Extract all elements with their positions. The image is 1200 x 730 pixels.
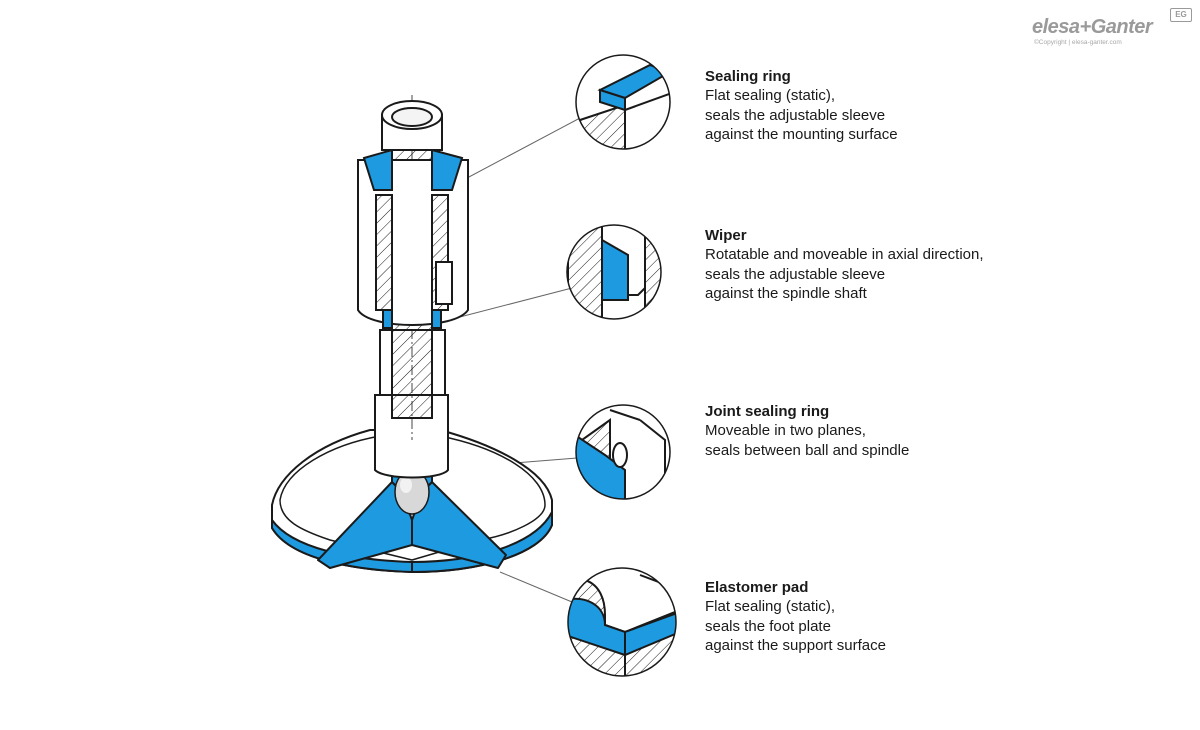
leader-line-wiper: [455, 287, 573, 319]
leader-line-sealing-ring: [451, 117, 581, 187]
detail-elastomer-pad: [567, 567, 677, 677]
callout-line: against the mounting surface: [705, 126, 898, 143]
callout-line: against the support surface: [705, 637, 886, 654]
detail-wiper: [566, 224, 662, 320]
wiper-right: [431, 309, 442, 329]
callout-line: Rotatable and moveable in axial directio…: [705, 246, 984, 263]
detail-joint-ring: [575, 404, 671, 500]
callout-wiper: Wiper Rotatable and moveable in axial di…: [705, 226, 1125, 304]
adjustable-sleeve: [357, 148, 469, 329]
logo-eg-badge: EG: [1170, 8, 1192, 22]
callout-line: Flat sealing (static),: [705, 87, 836, 104]
callout-line: seals the adjustable sleeve: [705, 265, 886, 283]
callout-title: Sealing ring: [705, 68, 791, 85]
logo-copyright: ©Copyright | elesa-ganter.com: [1034, 39, 1122, 46]
callout-title: Elastomer pad: [705, 579, 809, 596]
callout-line: seals the adjustable sleeve: [705, 106, 886, 124]
callout-joint-sealing-ring: Joint sealing ring Moveable in two plane…: [705, 402, 1125, 460]
detail-sealing-ring: [575, 54, 671, 150]
sealing-ring-right: [431, 148, 464, 191]
callout-title: Wiper: [705, 227, 747, 244]
callout-sealing-ring: Sealing ring Flat sealing (static), seal…: [705, 67, 1125, 145]
elesa-ganter-logo: elesa+Ganter EG ©Copyright | elesa-gante…: [1032, 8, 1192, 48]
logo-brand-text: elesa+Ganter: [1032, 16, 1153, 38]
callout-line: seals the foot plate: [705, 617, 831, 635]
callout-line: Moveable in two planes,: [705, 422, 866, 439]
sealing-ring: [362, 148, 393, 191]
callout-line: against the spindle shaft: [705, 285, 867, 302]
wiper: [382, 309, 393, 329]
callout-title: Joint sealing ring: [705, 403, 830, 420]
callout-line: Flat sealing (static),: [705, 598, 836, 615]
callout-line: seals between ball and spindle: [705, 441, 910, 459]
callout-elastomer-pad: Elastomer pad Flat sealing (static), sea…: [705, 578, 1125, 656]
leader-line-elastomer-pad: [499, 571, 573, 603]
spindle-top: [381, 100, 443, 151]
